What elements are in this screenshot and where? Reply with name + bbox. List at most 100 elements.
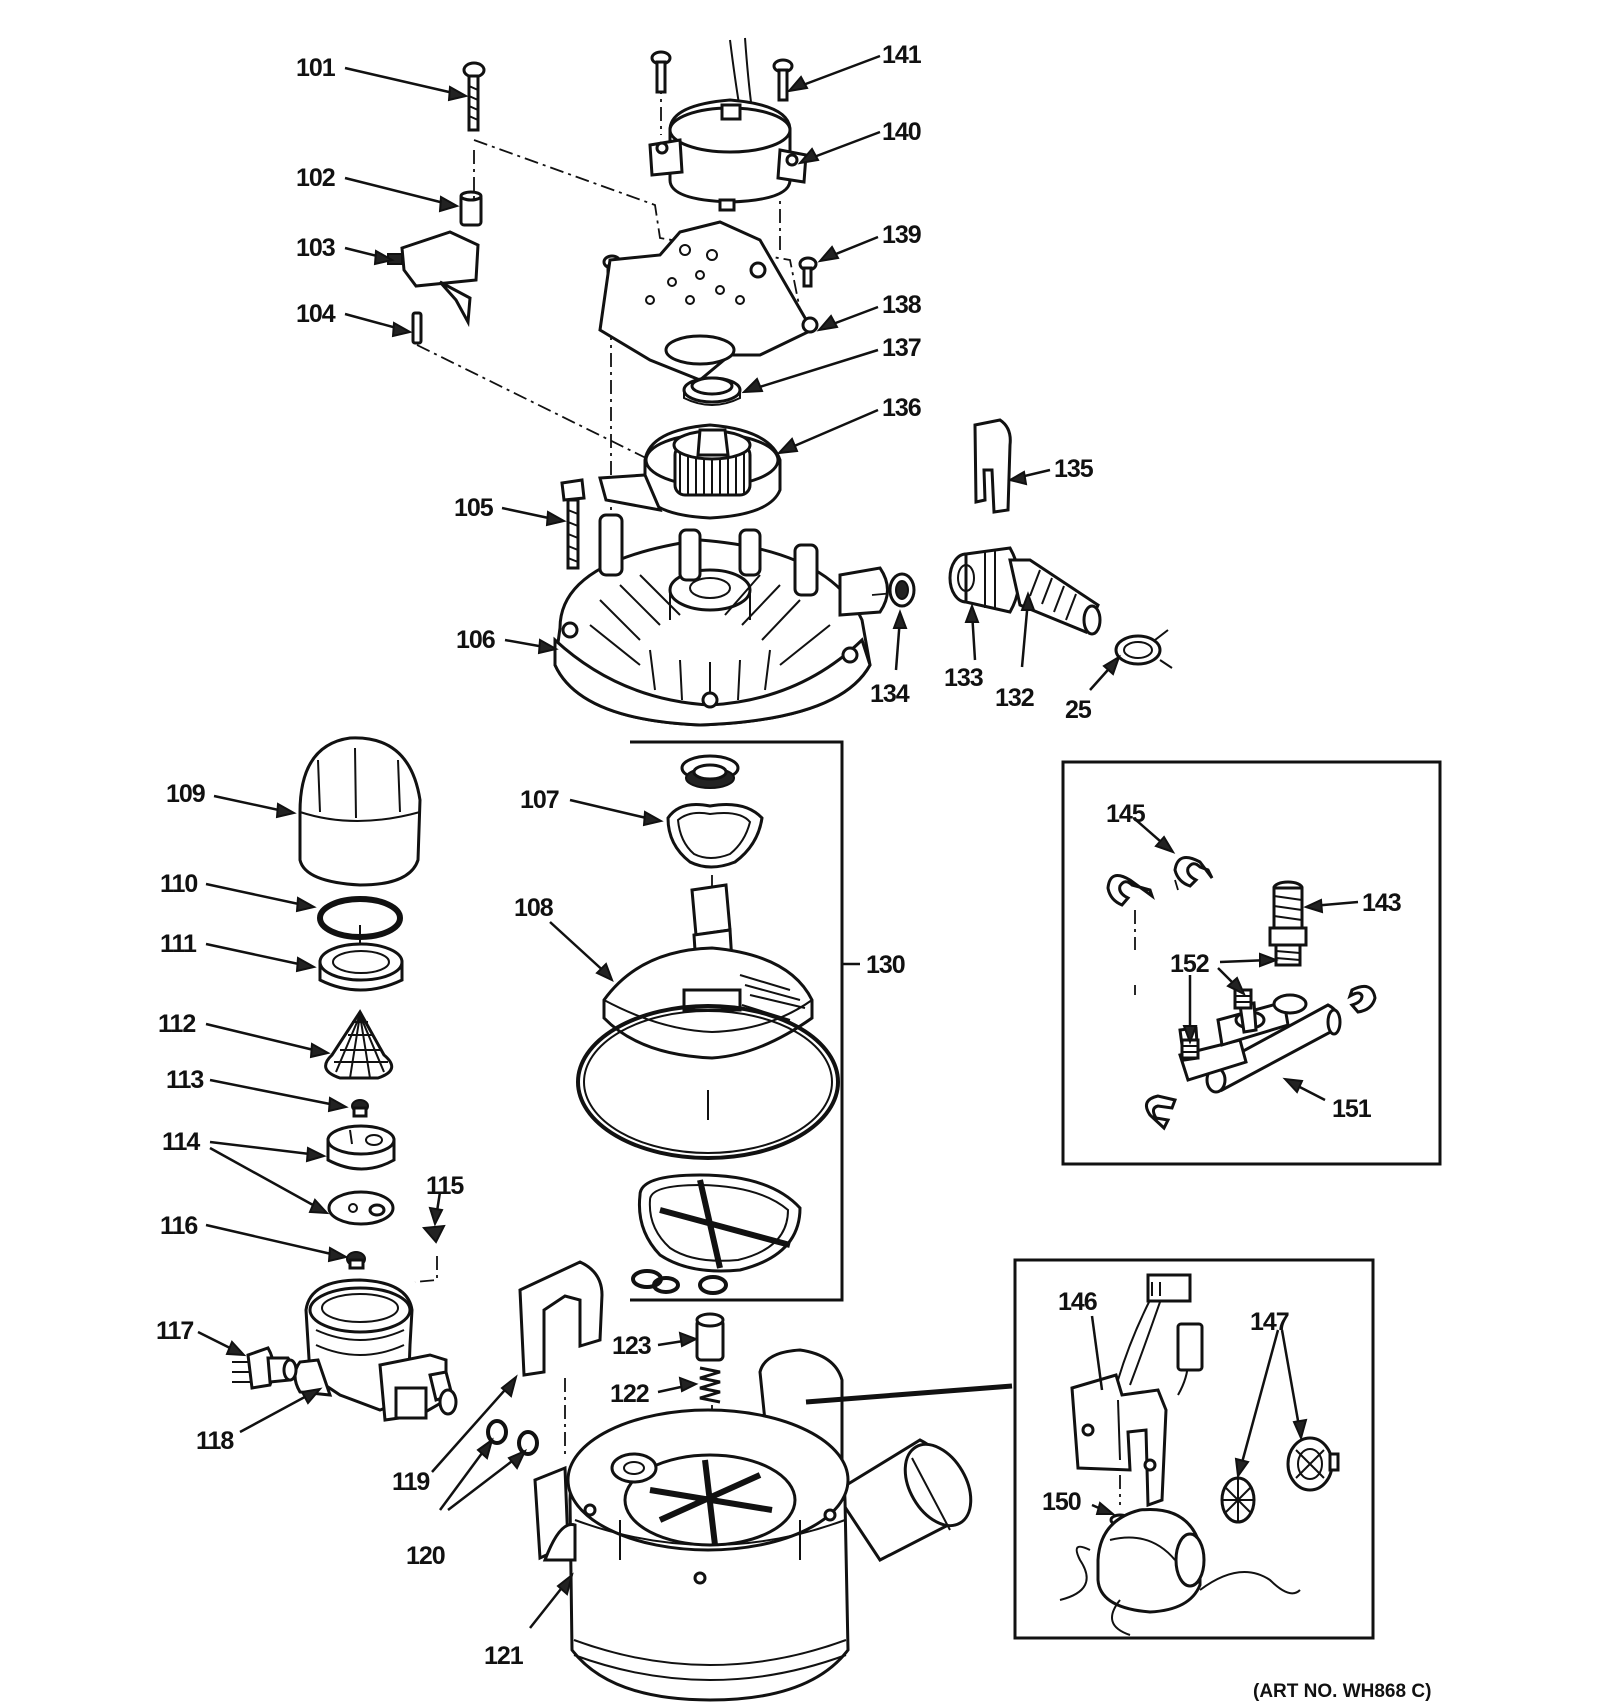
large-o-ring <box>576 1004 840 1160</box>
callout-108: 108 <box>514 894 554 922</box>
small-o-rings <box>631 1269 728 1295</box>
part-151-bypass-body <box>1178 988 1342 1094</box>
part-104-pin <box>411 311 423 345</box>
callout-141: 141 <box>882 41 922 69</box>
callout-123: 123 <box>612 1332 651 1360</box>
callout-25: 25 <box>1065 696 1092 724</box>
art-number: (ART NO. WH868 C) <box>1253 1681 1431 1702</box>
callout-136: 136 <box>882 394 921 422</box>
callout-151: 151 <box>1332 1095 1372 1123</box>
meter-housing <box>1059 1507 1301 1636</box>
leader-arrows <box>197 54 1359 1629</box>
callout-135: 135 <box>1054 455 1094 483</box>
part-108-piston <box>602 883 814 1060</box>
bracket-130 <box>630 740 844 1302</box>
part-25-clamp <box>1114 629 1173 669</box>
part-103-switch <box>387 230 480 328</box>
callout-107: 107 <box>520 786 559 814</box>
detail-box-bypass <box>1061 760 1442 1166</box>
top-seal <box>680 754 740 789</box>
part-116-nozzle <box>346 1251 366 1270</box>
callout-101: 101 <box>296 54 336 82</box>
part-134-seal <box>888 572 916 608</box>
callout-116: 116 <box>160 1212 197 1240</box>
part-145-clip <box>1144 1094 1178 1131</box>
part-113-nozzle <box>351 1099 369 1118</box>
callout-120: 120 <box>406 1542 445 1570</box>
callout-147: 147 <box>1250 1308 1289 1336</box>
part-119-clip <box>518 1260 604 1377</box>
part-147-turbine <box>1220 1476 1256 1524</box>
callout-152: 152 <box>1170 950 1209 978</box>
callout-111: 111 <box>160 930 197 958</box>
callout-122: 122 <box>610 1380 649 1408</box>
left-column-parts <box>232 736 458 1422</box>
part-146-sensor-harness <box>1070 1273 1204 1508</box>
part-120-o-rings <box>486 1419 539 1456</box>
part-135-clip <box>973 418 1012 514</box>
callout-104: 104 <box>296 300 336 328</box>
callout-110: 110 <box>160 870 197 898</box>
part-102-spacer <box>459 190 483 227</box>
callout-133: 133 <box>944 664 983 692</box>
part-114-disc-lower <box>327 1190 395 1226</box>
callout-109: 109 <box>166 780 205 808</box>
part-105-screw <box>560 478 586 570</box>
part-145-clip <box>1347 984 1377 1014</box>
part-115-cone <box>421 1224 446 1244</box>
part-110-o-ring <box>317 896 403 945</box>
callout-105: 105 <box>454 494 494 522</box>
callout-103: 103 <box>296 234 335 262</box>
part-143-fitting <box>1268 880 1308 967</box>
part-114-disc <box>326 1124 396 1171</box>
alignment-line <box>416 344 651 461</box>
part-122-spring <box>699 1366 721 1404</box>
callout-119: 119 <box>392 1468 429 1496</box>
part-133-elbow-fitting <box>948 546 1021 614</box>
seal-spider <box>637 1173 802 1273</box>
part-109-cap <box>298 736 422 887</box>
callout-139: 139 <box>882 221 921 249</box>
callout-112: 112 <box>158 1010 195 1038</box>
part-136-cam-gear <box>598 423 782 520</box>
part-106-valve-cover <box>553 513 906 727</box>
part-123-spacer <box>695 1312 725 1362</box>
callout-132: 132 <box>995 684 1034 712</box>
callout-150: 150 <box>1042 1488 1081 1516</box>
part-111-retainer <box>318 942 404 992</box>
callout-138: 138 <box>882 291 922 319</box>
part-141-screws <box>650 50 794 102</box>
valve-assembly-130 <box>576 740 844 1302</box>
part-112-screen <box>324 1009 394 1080</box>
part-118-injector-body <box>293 1278 458 1422</box>
callout-130: 130 <box>866 951 905 979</box>
callout-118: 118 <box>196 1427 234 1455</box>
callout-labels: 101 102 103 104 141 140 139 138 137 136 … <box>156 41 1431 1702</box>
part-137-bearing <box>682 376 742 406</box>
detail-box-meter <box>1013 1258 1375 1640</box>
callout-113: 113 <box>166 1066 203 1094</box>
callout-140: 140 <box>882 118 921 146</box>
part-117-fitting <box>232 1346 298 1390</box>
detail-pointer-line <box>805 1383 1013 1405</box>
callout-145: 145 <box>1106 800 1146 828</box>
callout-137: 137 <box>882 334 921 362</box>
callout-146: 146 <box>1058 1288 1097 1316</box>
part-107-gasket <box>666 803 764 869</box>
part-145-clip <box>1173 856 1214 888</box>
part-145-clip <box>1106 874 1155 907</box>
callout-121: 121 <box>484 1642 524 1670</box>
part-147-turbine-housing <box>1286 1436 1340 1492</box>
callout-143: 143 <box>1362 889 1401 917</box>
upper-assembly <box>387 37 1173 727</box>
callout-117: 117 <box>156 1317 193 1345</box>
callout-106: 106 <box>456 626 495 654</box>
callout-102: 102 <box>296 164 335 192</box>
alignment-line <box>473 139 801 311</box>
part-121-valve-body <box>533 1348 973 1702</box>
part-132-drain-hose-barb <box>1008 558 1102 636</box>
callout-115: 115 <box>426 1172 464 1200</box>
callout-114: 114 <box>162 1128 200 1156</box>
part-140-motor <box>648 37 808 212</box>
